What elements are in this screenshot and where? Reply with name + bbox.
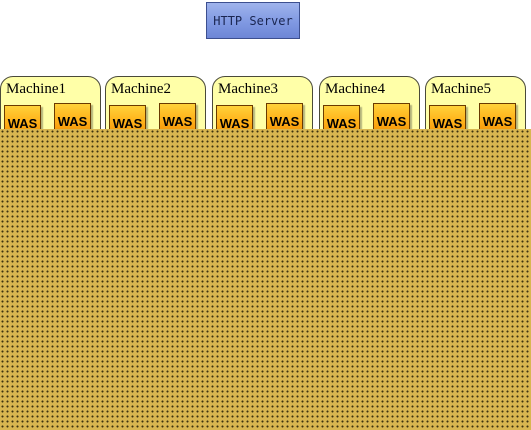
machine-label: Machine5	[431, 81, 491, 97]
machine-label: Machine3	[218, 81, 278, 97]
http-server-node: HTTP Server	[206, 2, 300, 39]
machine-label: Machine1	[6, 81, 66, 97]
was-label: WAS	[162, 113, 193, 129]
was-label: WAS	[269, 113, 300, 129]
http-server-label: HTTP Server	[213, 13, 293, 28]
was-label: WAS	[112, 115, 143, 131]
was-label: WAS	[219, 115, 250, 131]
was-label: WAS	[482, 113, 513, 129]
machine-label: Machine4	[325, 81, 385, 97]
was-label: WAS	[326, 115, 357, 131]
machine-label: Machine2	[111, 81, 171, 97]
was-label: WAS	[432, 115, 463, 131]
was-label: WAS	[376, 113, 407, 129]
dotted-overlay-area	[0, 129, 531, 430]
was-label: WAS	[57, 113, 88, 129]
was-label: WAS	[7, 115, 38, 131]
